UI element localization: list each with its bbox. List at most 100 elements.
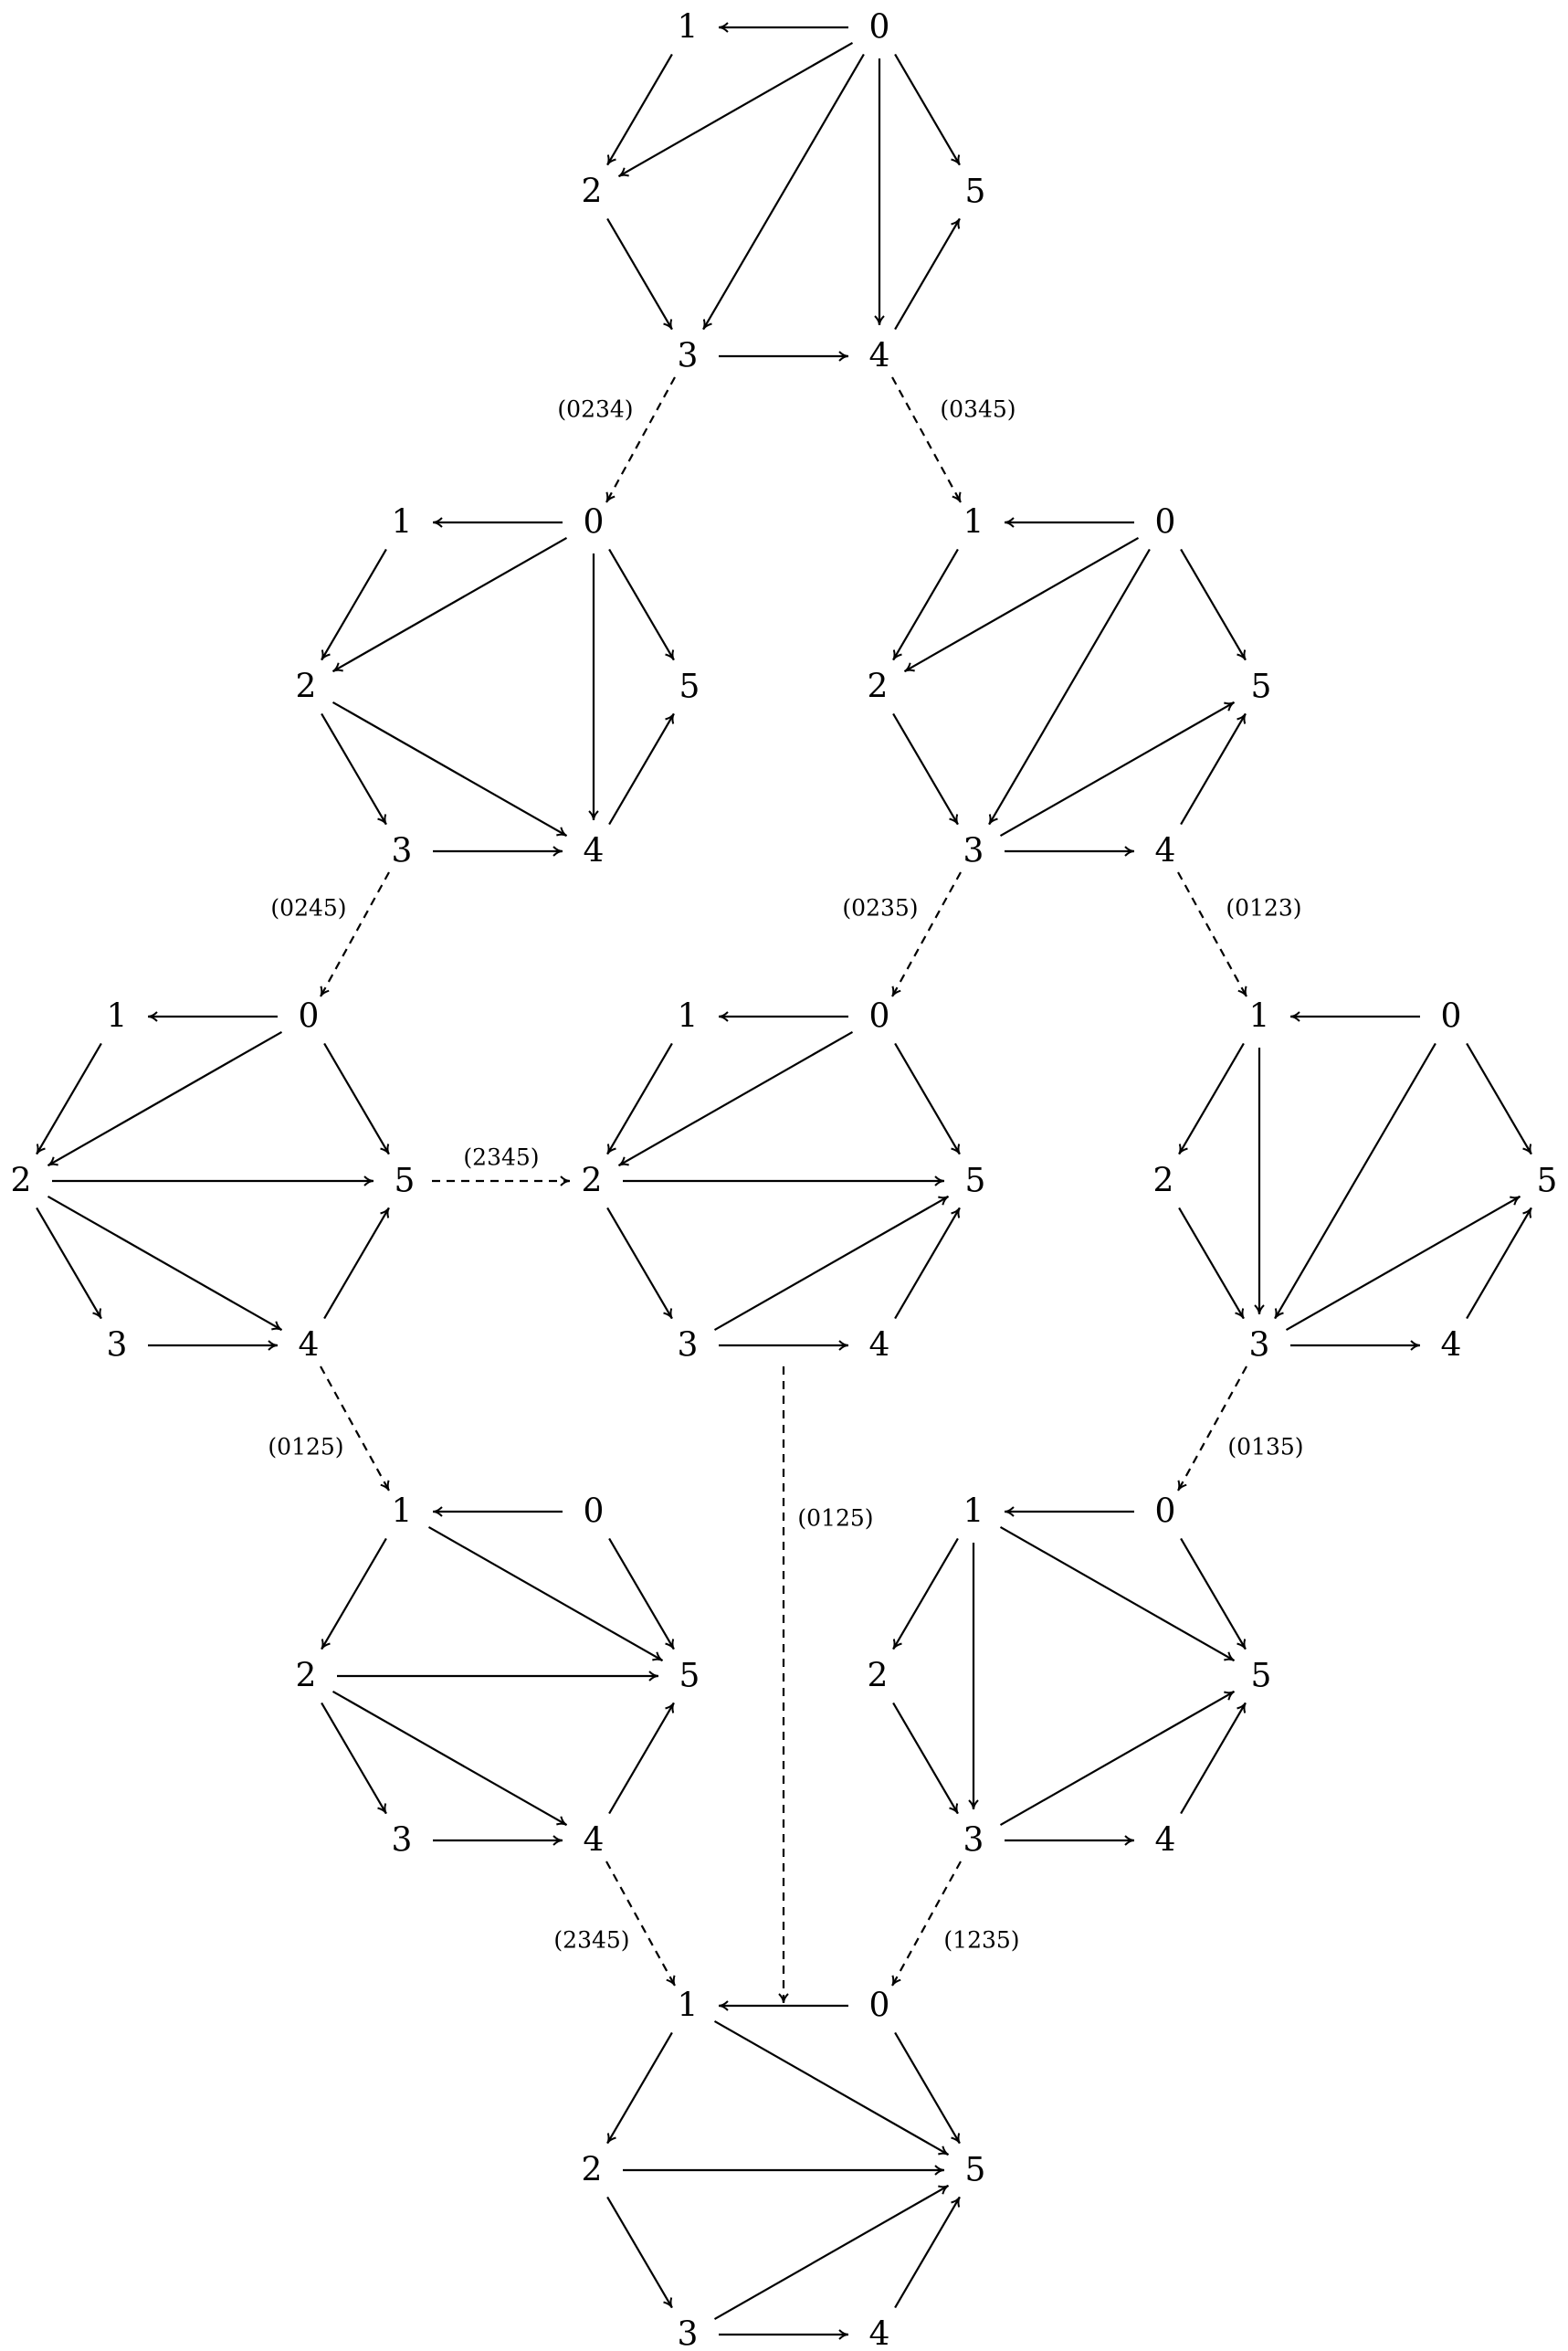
arrow-4-to-5: [1180, 712, 1247, 826]
arrow-4-to-5: [1180, 1702, 1247, 1815]
arrow-0-to-3: [702, 53, 865, 331]
node-3: 3: [678, 338, 699, 375]
move-label: (0125): [268, 1434, 343, 1460]
arrow-2-to-4: [47, 1195, 283, 1332]
arrow-4-to-5: [608, 1702, 675, 1815]
node-1: 1: [963, 504, 984, 542]
mutation-move-11: (1235): [891, 1861, 1020, 1987]
arrow-1-to-2: [1178, 1042, 1245, 1155]
arrow-1-to-2: [36, 1042, 102, 1155]
mutation-move-1: (0234): [557, 376, 676, 503]
node-5: 5: [965, 1163, 986, 1200]
dashed-arrow: [1177, 871, 1247, 997]
node-2: 2: [582, 2152, 603, 2189]
node-4: 4: [869, 2316, 890, 2351]
node-3: 3: [678, 1327, 699, 1365]
arrow-4-to-5: [894, 2196, 961, 2309]
arrow-1-to-2: [892, 1537, 959, 1650]
dashed-arrow: [605, 376, 676, 503]
node-3: 3: [107, 1327, 128, 1365]
node-0: 0: [584, 1493, 605, 1531]
node-2: 2: [582, 1163, 603, 1200]
node-5: 5: [679, 669, 700, 706]
mutation-move-4: (0235): [842, 871, 962, 997]
arrow-3-to-5: [713, 1195, 950, 1332]
move-label: (0125): [797, 1505, 873, 1532]
arrow-0-to-2: [617, 1030, 854, 1167]
arrow-2-to-3: [321, 712, 387, 826]
node-2: 2: [582, 174, 603, 211]
arrow-1-to-2: [321, 1537, 387, 1650]
mutation-move-3: (0245): [270, 871, 390, 997]
mutation-move-6: (2345): [432, 1144, 571, 1186]
arrow-1-to-5: [427, 1525, 664, 1662]
arrow-2-to-3: [36, 1207, 102, 1320]
arrow-0-to-3: [988, 548, 1151, 826]
node-2: 2: [296, 669, 317, 706]
node-4: 4: [584, 1822, 605, 1860]
node-0: 0: [1155, 504, 1176, 542]
node-3: 3: [963, 1822, 984, 1860]
arrow-0-to-2: [331, 536, 568, 673]
node-4: 4: [299, 1327, 320, 1365]
arrow-2-to-3: [892, 1702, 959, 1815]
node-4: 4: [869, 338, 890, 375]
arrow-2-to-3: [1178, 1207, 1245, 1320]
node-1: 1: [107, 998, 128, 1036]
move-label: (2345): [463, 1144, 539, 1171]
node-5: 5: [395, 1163, 416, 1200]
node-1: 1: [678, 9, 699, 47]
arrow-0-to-5: [1466, 1042, 1532, 1155]
move-label: (0235): [842, 895, 918, 922]
mutation-move-7: (0125): [268, 1365, 390, 1492]
arrow-3-to-5: [1285, 1195, 1521, 1332]
arrow-0-to-2: [47, 1030, 283, 1167]
mutation-move-5: (0123): [1177, 871, 1302, 997]
node-4: 4: [1155, 1822, 1176, 1860]
node-5: 5: [679, 1658, 700, 1695]
node-5: 5: [965, 174, 986, 211]
node-2: 2: [11, 1163, 32, 1200]
dashed-arrow: [320, 871, 390, 997]
node-5: 5: [1251, 1658, 1272, 1695]
arrow-2-to-3: [606, 217, 673, 331]
node-3: 3: [392, 833, 413, 870]
node-3: 3: [392, 1822, 413, 1860]
arrow-1-to-2: [606, 1042, 673, 1155]
arrow-4-to-5: [1466, 1207, 1532, 1320]
arrow-4-to-5: [894, 217, 961, 331]
mutation-move-2: (0345): [891, 376, 1016, 503]
node-4: 4: [1441, 1327, 1462, 1365]
dashed-arrow: [891, 376, 962, 503]
mutation-moves: (0234) (0345) (0245) (0235) (0123) (2345) (012…: [268, 376, 1304, 2004]
node-0: 0: [869, 9, 890, 47]
node-3: 3: [678, 2316, 699, 2351]
arrow-0-to-5: [1180, 1537, 1247, 1650]
node-1: 1: [392, 504, 413, 542]
mutation-move-10: (2345): [553, 1861, 676, 1987]
arrow-2-to-3: [321, 1702, 387, 1815]
move-label: (2345): [553, 1927, 629, 1954]
arrow-4-to-5: [323, 1207, 390, 1320]
move-label: (0245): [270, 895, 346, 922]
arrow-0-to-2: [903, 536, 1140, 673]
node-5: 5: [1251, 669, 1272, 706]
arrow-2-to-4: [331, 1690, 568, 1827]
arrow-2-to-3: [892, 712, 959, 826]
arrow-3-to-5: [999, 1690, 1236, 1827]
node-0: 0: [869, 1987, 890, 2025]
node-0: 0: [584, 504, 605, 542]
dashed-arrow: [891, 871, 962, 997]
move-label: (0234): [557, 396, 633, 423]
quiver-1: 0 1 2 3 4 5: [582, 9, 986, 375]
arrow-0-to-5: [1180, 548, 1247, 661]
move-label: (1235): [943, 1927, 1019, 1954]
node-5: 5: [965, 2152, 986, 2189]
arrow-0-to-2: [617, 41, 854, 178]
arrow-3-to-5: [713, 2184, 950, 2321]
